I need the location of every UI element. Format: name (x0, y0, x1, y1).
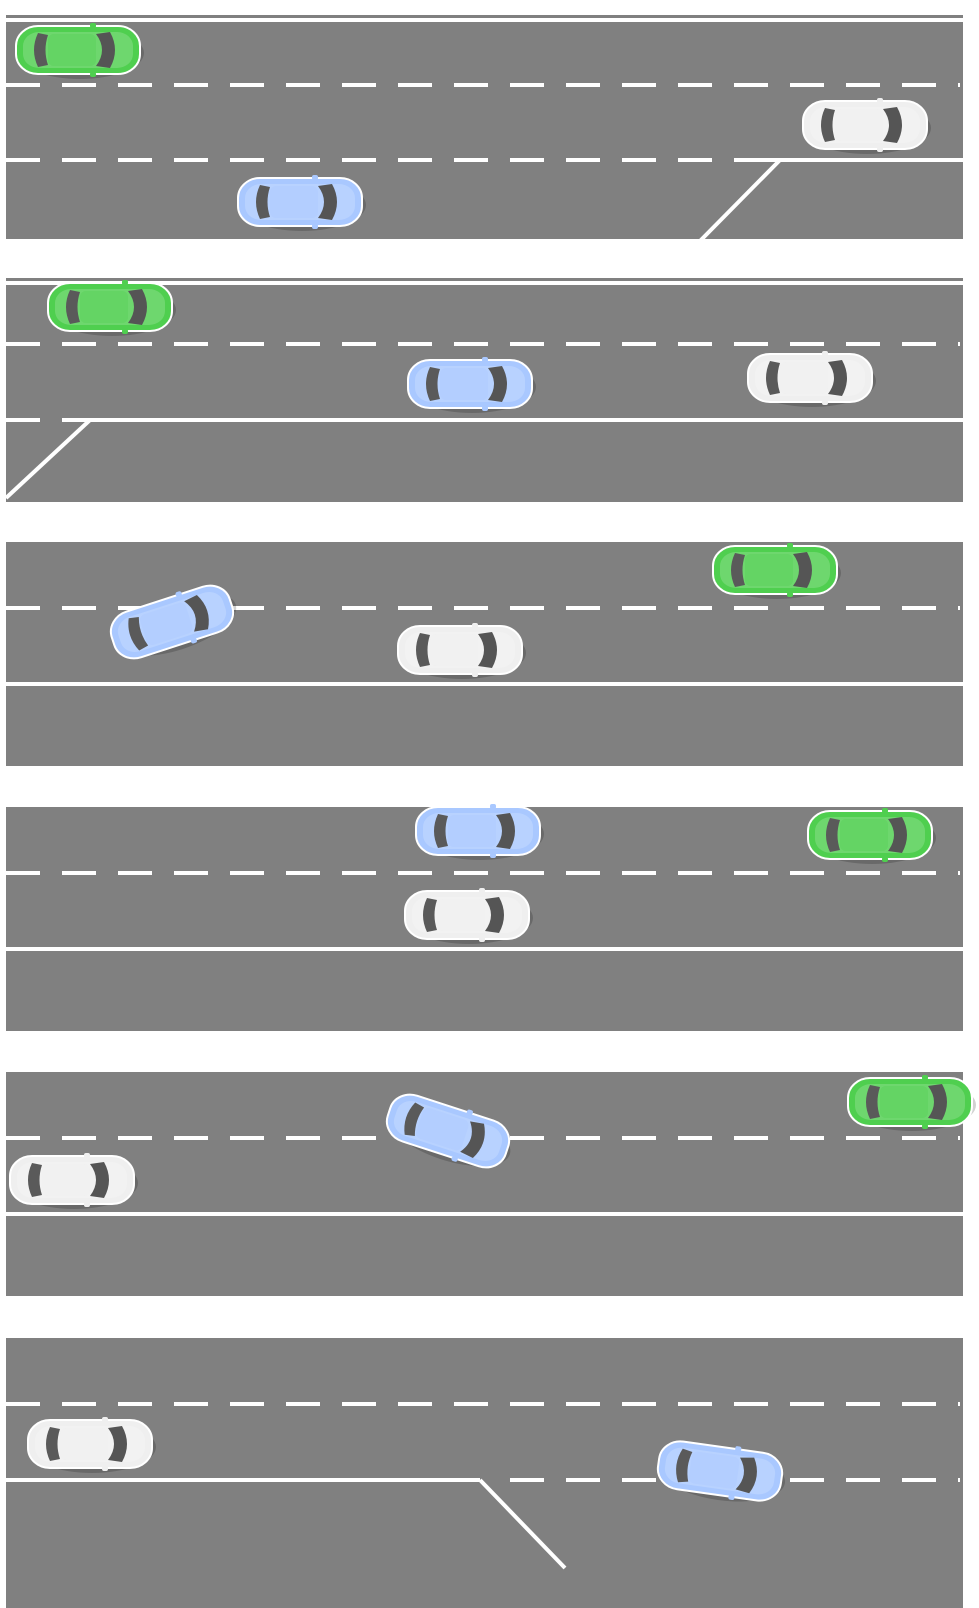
green-car (848, 1075, 976, 1131)
white-car (10, 1153, 138, 1209)
road-view (0, 1328, 979, 1608)
road-surface (6, 1336, 963, 1608)
scenario-panel-3 (0, 532, 979, 774)
white-car (28, 1417, 156, 1473)
scenario-panel-5 (0, 1062, 979, 1304)
scenario-panel-6 (0, 1328, 979, 1608)
green-car (48, 280, 176, 336)
scenario-panel-2 (0, 268, 979, 510)
white-car (803, 98, 931, 154)
road-view (0, 532, 979, 774)
white-car (398, 623, 526, 679)
blue-car (238, 175, 366, 231)
road-view (0, 5, 979, 247)
green-car (808, 808, 936, 864)
road-view (0, 797, 979, 1039)
green-car (16, 23, 144, 79)
scenario-panel-1 (0, 5, 979, 247)
road-view (0, 268, 979, 510)
blue-car (416, 804, 544, 860)
green-car (713, 543, 841, 599)
road-view (0, 1062, 979, 1304)
scenario-panel-4 (0, 797, 979, 1039)
white-car (748, 351, 876, 407)
blue-car (408, 357, 536, 413)
road-surface (6, 1070, 963, 1298)
white-car (405, 888, 533, 944)
